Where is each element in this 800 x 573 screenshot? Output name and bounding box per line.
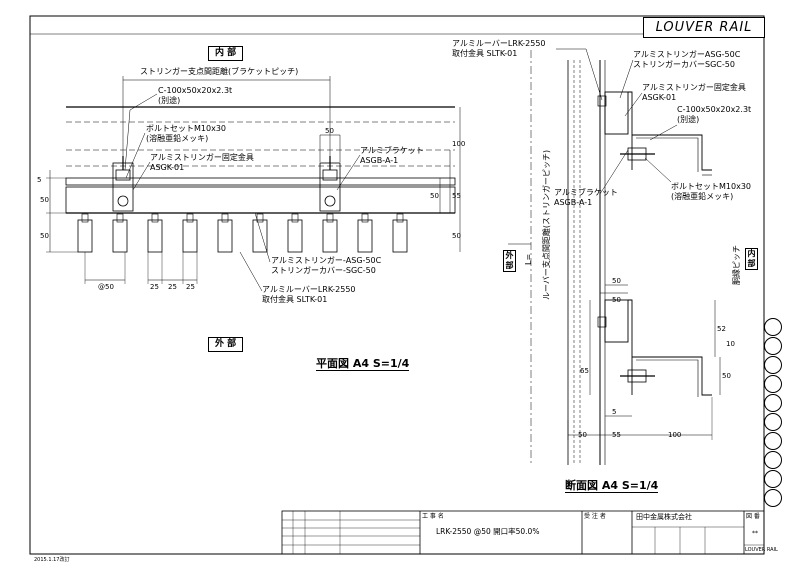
plan-inner-label: 内 部	[208, 46, 244, 61]
plan-bolt-label-2: (溶融亜鉛メッキ)	[146, 134, 209, 143]
section-dim-52: 52	[717, 325, 726, 333]
section-dim-50-bottom: 50	[578, 431, 587, 439]
section-caption: 断面図 A4 S=1/4	[565, 479, 659, 493]
section-view	[508, 48, 721, 465]
plan-pitch-label: ストリンガー支点間距離(ブラケットピッチ)	[140, 67, 299, 76]
tb-file: LOUVER RAIL	[745, 547, 778, 553]
revision-circle	[764, 375, 782, 393]
section-bolt-label-1: ボルトセットM10x30	[671, 182, 751, 191]
section-louver-label-1: アルミルーバーLRK-2550	[452, 39, 546, 48]
revision-circle	[764, 451, 782, 469]
plan-dim-100: 100	[452, 140, 466, 148]
plan-dim-25c: 25	[186, 283, 195, 291]
plan-dim-50-left-1: 50	[40, 196, 49, 204]
section-channel-label-2: (別途)	[677, 115, 700, 124]
section-dim-65: 65	[580, 367, 589, 375]
plan-bracket-label-1: アルミブラケット	[360, 146, 424, 155]
plan-caption: 平面図 A4 S=1/4	[316, 357, 410, 371]
louver-blades	[77, 213, 408, 253]
plan-dim-55: 55	[452, 192, 461, 200]
revision-circle	[764, 432, 782, 450]
section-stringer-label-1: アルミストリンガーASG-50C	[633, 50, 741, 59]
section-l-equals: L=	[524, 253, 533, 265]
section-inner-label: 内部	[745, 248, 758, 270]
section-dim-50b: 50	[612, 296, 621, 304]
revision-circle	[764, 318, 782, 336]
plan-channel-label-1: C-100x50x20x2.3t	[158, 86, 233, 95]
revision-circle	[764, 394, 782, 412]
section-louver-label-2: 取付金具 SLTK-01	[452, 49, 518, 58]
tb-work-name: LRK-2550 @50 開口率50.0%	[436, 527, 540, 536]
revision-circle	[764, 413, 782, 431]
plan-bolt-label-1: ボルトセットM10x30	[146, 124, 226, 133]
section-fix-label-2: ASGK-01	[642, 93, 677, 102]
section-dim-5: 5	[612, 408, 617, 416]
section-outer-label: 外部	[503, 250, 516, 272]
tb-company: 田中金属株式会社	[636, 513, 692, 521]
plan-louver-label-1: アルミルーバーLRK-2550	[262, 285, 356, 294]
tb-drawing-no: **	[752, 530, 758, 537]
section-dim-55: 55	[612, 431, 621, 439]
section-dim-100: 100	[668, 431, 682, 439]
plan-louver-label-2: 取付金具 SLTK-01	[262, 295, 328, 304]
revision-circle	[764, 489, 782, 507]
plan-dim-25a: 25	[150, 283, 159, 291]
plan-fix-label-2: ASGK-01	[150, 163, 185, 172]
tb-client-label: 受 注 者	[584, 513, 606, 520]
title-block	[281, 510, 765, 555]
plan-channel-label-2: (別途)	[158, 96, 181, 105]
plan-dim-50-right-2: 50	[452, 232, 461, 240]
section-dim-50a: 50	[612, 277, 621, 285]
plan-dim-50-right-1: 50	[430, 192, 439, 200]
section-vertical-pitch-label: ルーバー支点間距離(ストリンガーピッチ)	[542, 149, 551, 300]
plan-bracket-label-2: ASGB-A-1	[360, 156, 399, 165]
plan-stringer-label-2: ストリンガーカバー-SGC-50	[271, 266, 376, 275]
revision-circle	[764, 356, 782, 374]
plan-dim-pitch: @50	[98, 283, 114, 291]
section-stringer-label-2: ストリンガーカバーSGC-50	[633, 60, 735, 69]
tb-drawing-no-label: 図 番	[746, 513, 760, 520]
section-fix-label-1: アルミストリンガー固定金具	[642, 83, 746, 92]
section-bracket-pitch-label: 胴縁ピッチ	[732, 245, 741, 285]
plan-dim-50-left-2: 50	[40, 232, 49, 240]
plan-stringer-label-1: アルミストリンガー-ASG-50C	[271, 256, 382, 265]
plan-dim-50-top: 50	[325, 127, 334, 135]
date-code: 2015.1.17改訂	[34, 557, 70, 563]
section-bolt-label-2: (溶融亜鉛メッキ)	[671, 192, 734, 201]
plan-fix-label-1: アルミストリンガー固定金具	[150, 153, 254, 162]
section-bracket-label-1: アルミブラケット	[554, 188, 618, 197]
revision-circle	[764, 470, 782, 488]
plan-dim-25b: 25	[168, 283, 177, 291]
section-dim-10: 10	[726, 340, 735, 348]
section-bracket-label-2: ASGB-A-1	[554, 198, 593, 207]
tb-work-name-label: 工 事 名	[422, 513, 444, 520]
plan-dim-5: 5	[37, 176, 42, 184]
plan-outer-label: 外 部	[208, 337, 244, 352]
section-dim-50c: 50	[722, 372, 731, 380]
plan-view	[46, 76, 461, 292]
revision-circle	[764, 337, 782, 355]
section-channel-label-1: C-100x50x20x2.3t	[677, 105, 752, 114]
sheet-title: LOUVER RAIL	[643, 17, 765, 38]
